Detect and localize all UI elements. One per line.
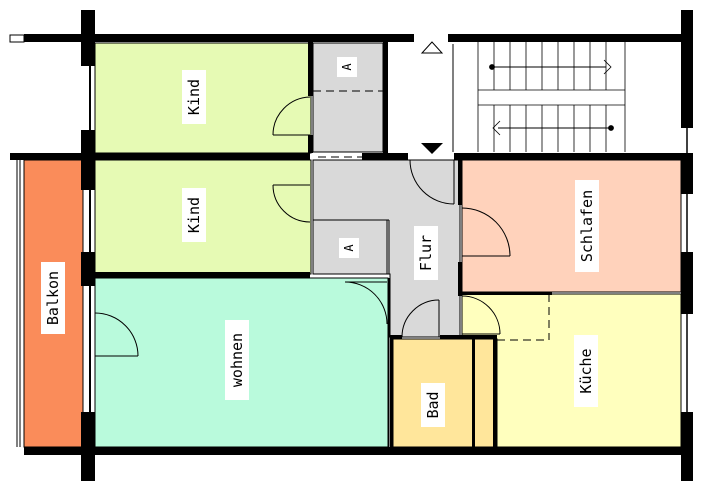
- label-kind-top-text: Kind: [185, 79, 203, 115]
- label-kueche: Küche: [574, 335, 598, 407]
- label-storage-bottom-text: A: [342, 244, 356, 252]
- label-storage-top-text: A: [340, 63, 354, 71]
- label-kind-top: Kind: [182, 70, 206, 124]
- label-storage-top: A: [337, 57, 357, 77]
- label-schlafen: Schlafen: [575, 180, 599, 272]
- label-flur-text: Flur: [417, 235, 435, 271]
- label-kueche-text: Küche: [577, 348, 595, 393]
- label-bad-text: Bad: [424, 391, 442, 418]
- label-balkon-text: Balkon: [44, 271, 62, 325]
- stair-arrow-up-icon: [420, 41, 444, 54]
- walls: [9, 10, 693, 481]
- label-schlafen-text: Schlafen: [578, 190, 596, 262]
- balcony-edge: [16, 160, 82, 453]
- staircase: [477, 42, 626, 152]
- label-storage-bottom: A: [339, 238, 359, 258]
- label-bad: Bad: [421, 383, 445, 427]
- room-schlafen: [461, 159, 682, 293]
- label-kind-bottom: Kind: [182, 188, 206, 242]
- label-wohnen: wohnen: [225, 320, 249, 400]
- stair-arrow-down-icon: [421, 143, 443, 154]
- door-swings: [94, 96, 511, 357]
- label-flur: Flur: [414, 226, 438, 280]
- label-wohnen-text: wohnen: [228, 333, 246, 387]
- label-kind-bottom-text: Kind: [185, 197, 203, 233]
- label-balkon: Balkon: [41, 262, 65, 334]
